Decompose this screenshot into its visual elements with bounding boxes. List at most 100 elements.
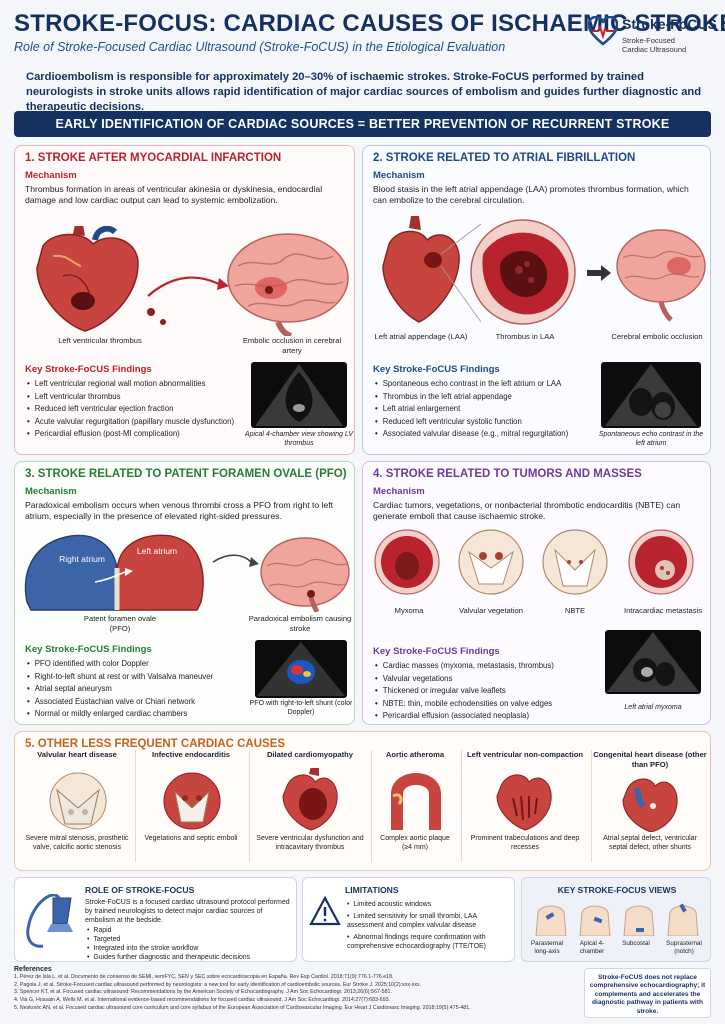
torso-icon xyxy=(579,905,611,936)
caption-paradoxical-embolism: Paradoxical embolism causing stroke xyxy=(248,614,352,633)
section-title: 3. STROKE RELATED TO PATENT FORAMEN OVAL… xyxy=(25,468,347,480)
reference-item: 2. Pagola J, et al. Stroke-Focused cardi… xyxy=(14,981,422,988)
caption-cerebral-occlusion: Cerebral embolic occlusion xyxy=(611,332,703,341)
view-label: Apical 4-chamber xyxy=(579,940,605,955)
cause-endocarditis: Infective endocarditis Vegetations and s… xyxy=(144,750,238,842)
heart-icon xyxy=(496,774,552,831)
section-tumors-and-masses: 4. STROKE RELATED TO TUMORS AND MASSES M… xyxy=(362,461,711,725)
metastasis-icon xyxy=(628,529,694,595)
caption-laa: Left atrial appendage (LAA) xyxy=(374,332,468,341)
torso-icon xyxy=(623,905,655,936)
laa-thrombus-icon xyxy=(470,219,576,325)
mechanism-text: Blood stasis in the left atrial appendag… xyxy=(373,184,689,205)
myxoma-icon xyxy=(374,529,440,595)
torso-icon xyxy=(535,905,567,936)
key-message-banner: EARLY IDENTIFICATION OF CARDIAC SOURCES … xyxy=(14,111,711,137)
caption-thrombus-laa: Thrombus in LAA xyxy=(495,332,555,341)
caption-lv-thrombus: Left ventricular thrombus xyxy=(58,336,142,345)
echo-caption: Spontaneous echo contrast in the left at… xyxy=(598,431,704,447)
role-box: ROLE OF STROKE-FOCUS Stroke-FoCUS is a f… xyxy=(14,877,297,962)
list-item: Pericardial effusion (associated neoplas… xyxy=(375,710,601,723)
mechanism-heading: Mechanism xyxy=(373,486,425,497)
key-findings-heading: Key Stroke-FoCUS Findings xyxy=(25,364,152,375)
mechanism-heading: Mechanism xyxy=(25,486,77,497)
vegetation-icon xyxy=(163,772,221,830)
list-item: Atrial septal aneurysm xyxy=(27,683,257,696)
caption-pfo: Patent foramen ovale (PFO) xyxy=(83,614,157,633)
section-title: 5. OTHER LESS FREQUENT CARDIAC CAUSES xyxy=(25,738,286,750)
list-item: Normal or mildly enlarged cardiac chambe… xyxy=(27,708,257,721)
warning-icon xyxy=(309,896,341,926)
section-other-causes: 5. OTHER LESS FREQUENT CARDIAC CAUSES Va… xyxy=(14,731,711,871)
findings-list: PFO identified with color Doppler Right-… xyxy=(27,658,257,721)
section-atrial-fibrillation: 2. STROKE RELATED TO ATRIAL FIBRILLATION… xyxy=(362,145,711,455)
role-list: Rapid Targeted Integrated into the strok… xyxy=(87,926,293,962)
section-patent-foramen-ovale: 3. STROKE RELATED TO PATENT FORAMEN OVAL… xyxy=(14,461,355,725)
page-subtitle: Role of Stroke-Focused Cardiac Ultrasoun… xyxy=(14,40,506,54)
list-item: Guides further diagnostic and therapeuti… xyxy=(87,953,293,962)
list-item: Left atrial enlargement xyxy=(375,403,595,416)
reference-item: 3. Spencer KT, et al. Focused cardiac ul… xyxy=(14,989,392,996)
views-title: KEY STROKE-FOCUS VIEWS xyxy=(557,885,677,895)
page-title: STROKE-FOCUS: CARDIAC CAUSES OF ISCHAEMI… xyxy=(14,10,725,37)
aorta-icon xyxy=(391,773,441,830)
label-right-atrium: Right atrium xyxy=(59,554,105,564)
caption-valvular-vegetation: Valvular vegetation xyxy=(458,606,524,615)
cause-aortic-atheroma: Aortic atheroma Complex aortic plaque (≥… xyxy=(380,750,450,851)
limitations-box: LIMITATIONS Limited acoustic windows Lim… xyxy=(302,877,515,962)
nbte-icon xyxy=(542,529,608,595)
pfo-illustration xyxy=(24,534,350,612)
logo: Stroke-FoCUS Stroke-Focused Cardiac Ultr… xyxy=(588,14,718,58)
list-item: Reduced left ventricular ejection fracti… xyxy=(27,403,242,416)
section-title: 1. STROKE AFTER MYOCARDIAL INFARCTION xyxy=(25,152,282,164)
cause-valvular: Valvular heart disease Severe mitral ste… xyxy=(25,750,129,851)
list-item: PFO identified with color Doppler xyxy=(27,658,257,671)
caption-nbte: NBTE xyxy=(564,606,586,615)
list-item: Pericardial effusion (post-MI complicati… xyxy=(27,428,242,441)
heart-icon xyxy=(382,216,460,323)
brain-icon xyxy=(227,233,349,336)
mechanism-text: Paradoxical embolism occurs when venous … xyxy=(25,500,334,521)
key-findings-heading: Key Stroke-FoCUS Findings xyxy=(373,646,500,657)
masses-illustration xyxy=(374,529,694,595)
heart-ecg-icon xyxy=(588,16,618,46)
vegetation-icon xyxy=(458,529,524,595)
list-item: Rapid xyxy=(87,926,293,935)
list-item: Thrombus in the left atrial appendage xyxy=(375,391,595,404)
label-left-atrium: Left atrium xyxy=(136,546,178,556)
limitations-title: LIMITATIONS xyxy=(345,885,399,895)
list-item: Cardiac masses (myxoma, metastasis, thro… xyxy=(375,660,601,673)
caption-embolic-occlusion: Embolic occlusion in cerebral artery xyxy=(242,336,342,355)
reference-item: 1. Pérez de Isla L, et al. Documento de … xyxy=(14,974,394,980)
cause-lv-non-compaction: Left ventricular non-compaction Prominen… xyxy=(466,750,584,851)
mechanism-text: Cardiac tumors, vegetations, or nonbacte… xyxy=(373,500,681,521)
logo-tagline: Stroke-Focused Cardiac Ultrasound xyxy=(622,36,687,54)
list-item: Left ventricular thrombus xyxy=(27,391,242,404)
mechanism-heading: Mechanism xyxy=(373,170,425,181)
list-item: Acute valvular regurgitation (papillary … xyxy=(27,416,242,429)
list-item: Thickened or irregular valve leaflets xyxy=(375,685,601,698)
findings-list: Cardiac masses (myxoma, metastasis, thro… xyxy=(375,660,601,723)
doppler-image xyxy=(255,640,347,698)
heart-icon xyxy=(36,226,139,332)
view-label: Suprasternal (notch) xyxy=(666,940,702,955)
heart-icon xyxy=(282,768,338,831)
list-item: NBTE: thin, mobile echodensities on valv… xyxy=(375,698,601,711)
brain-icon xyxy=(260,537,350,612)
list-item: Right-to-left shunt at rest or with Vals… xyxy=(27,671,257,684)
torso-icon xyxy=(667,903,699,936)
view-label: Subcostal xyxy=(622,940,650,947)
echo-image xyxy=(251,362,347,428)
mi-illustration xyxy=(36,226,349,336)
section-title: 2. STROKE RELATED TO ATRIAL FIBRILLATION xyxy=(373,152,636,164)
echo-caption: Left atrial myxoma xyxy=(624,704,682,711)
ultrasound-probe-icon xyxy=(26,894,73,948)
reference-item: 5. Neskovic AN, et al. Focused cardiac u… xyxy=(14,1004,471,1011)
valve-icon xyxy=(49,772,107,830)
echo-image xyxy=(605,630,701,694)
mechanism-text: Thrombus formation in areas of ventricul… xyxy=(25,184,323,205)
cause-dilated-cardiomyopathy: Dilated cardiomyopathy Severe ventricula… xyxy=(256,750,364,851)
list-item: Left ventricular regional wall motion ab… xyxy=(27,378,242,391)
intro-text: Cardioembolism is responsible for approx… xyxy=(26,71,702,113)
list-item: Abnormal findings require confirmation w… xyxy=(347,933,511,951)
